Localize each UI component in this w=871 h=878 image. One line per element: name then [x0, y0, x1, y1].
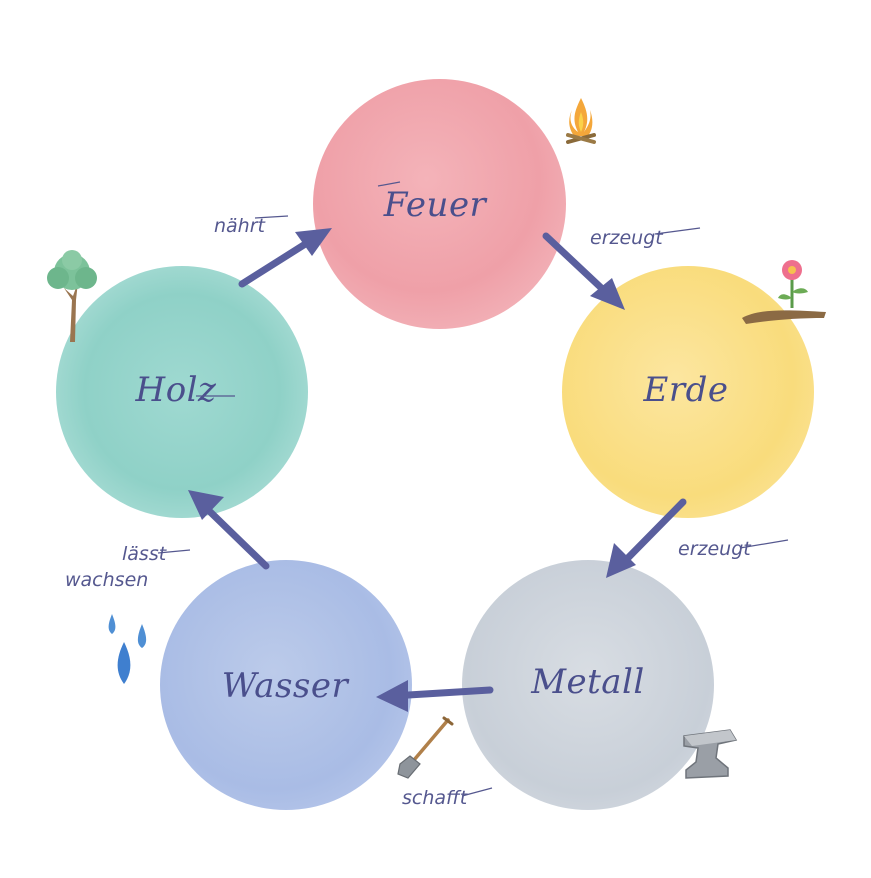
water-drops-icon	[108, 614, 147, 684]
arrowhead-wasser-holz	[188, 490, 224, 520]
arrowhead-holz-feuer	[295, 228, 332, 256]
edge-label-feuer-erde: erzeugt	[590, 227, 663, 249]
arrowhead-erde-metall	[606, 543, 636, 578]
edge-label-wasser-holz-1: lässt	[122, 543, 167, 565]
node-wasser	[160, 560, 412, 810]
campfire-icon	[566, 98, 596, 144]
node-label-feuer: Feuer	[383, 185, 487, 225]
flower-icon	[742, 260, 826, 324]
arrow-erde-metall	[616, 498, 687, 570]
arrow-wasser-holz	[196, 498, 270, 570]
node-label-metall: Metall	[531, 662, 645, 702]
edge-label-holz-feuer: nährt	[214, 215, 265, 237]
edge-label-wasser-holz-2: wachsen	[65, 569, 149, 591]
node-label-wasser: Wasser	[221, 666, 349, 706]
arrowhead-feuer-erde	[590, 278, 625, 310]
node-erde	[562, 266, 814, 518]
edge-label-erde-metall: erzeugt	[678, 538, 751, 560]
tree-icon	[47, 250, 97, 342]
arrow-metall-wasser	[388, 686, 494, 700]
edge-label-metall-wasser: schafft	[402, 787, 468, 809]
node-holz	[56, 266, 308, 518]
shovel-icon	[397, 716, 454, 779]
node-label-erde: Erde	[643, 370, 729, 410]
node-feuer	[313, 79, 566, 329]
arrowhead-metall-wasser	[376, 680, 408, 712]
node-label-holz: Holz	[135, 370, 217, 410]
node-metall	[462, 560, 714, 810]
anvil-icon	[683, 729, 738, 779]
